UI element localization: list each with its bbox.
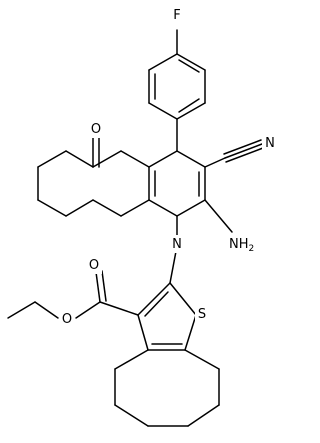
bond — [184, 314, 197, 351]
bonds — [7, 29, 264, 427]
bond — [65, 150, 94, 168]
bond — [184, 349, 220, 370]
bond — [204, 157, 226, 168]
atom-label-ester-ether-oxygen: O — [62, 312, 72, 327]
bond — [95, 271, 101, 303]
molecule-structure: F O N N NH2 S O O — [7, 6, 278, 427]
bond — [223, 139, 262, 155]
bond — [204, 199, 233, 233]
atom-labels: F O N N NH2 S O O — [59, 6, 278, 328]
bond — [148, 150, 178, 168]
bond — [92, 199, 122, 217]
atom-label-ester-carbonyl-oxygen: O — [89, 258, 99, 273]
atom-label-carbonyl-oxygen: O — [91, 122, 101, 137]
atom-label-fluorine: F — [173, 8, 180, 23]
bond — [120, 199, 150, 217]
bond — [114, 404, 149, 427]
bond — [148, 53, 178, 71]
bond — [178, 59, 200, 73]
bond — [187, 404, 220, 427]
bond — [176, 199, 206, 217]
bond — [37, 150, 67, 168]
bond — [176, 53, 206, 71]
bond — [148, 102, 178, 120]
bond — [225, 147, 264, 163]
atom-label-ring-nitrogen: N — [172, 237, 182, 252]
bond — [148, 199, 178, 217]
atom-label-amino: NH2 — [229, 237, 254, 254]
bond — [101, 270, 107, 302]
bond — [137, 282, 171, 316]
bond — [37, 199, 67, 217]
bond — [99, 301, 139, 316]
bond — [75, 301, 101, 319]
bond — [224, 143, 263, 159]
atom-label-sulfur: S — [198, 307, 206, 322]
bond — [178, 98, 200, 113]
bond — [92, 150, 122, 168]
bond — [169, 282, 197, 316]
bond — [7, 301, 36, 319]
bond — [137, 314, 149, 351]
bond — [176, 150, 206, 168]
bond — [120, 150, 150, 168]
bond — [114, 349, 149, 370]
bond — [176, 102, 206, 120]
bond — [144, 291, 169, 317]
bond — [34, 301, 59, 319]
atom-label-nitrile-nitrogen: N — [265, 136, 275, 151]
bond — [65, 199, 94, 217]
